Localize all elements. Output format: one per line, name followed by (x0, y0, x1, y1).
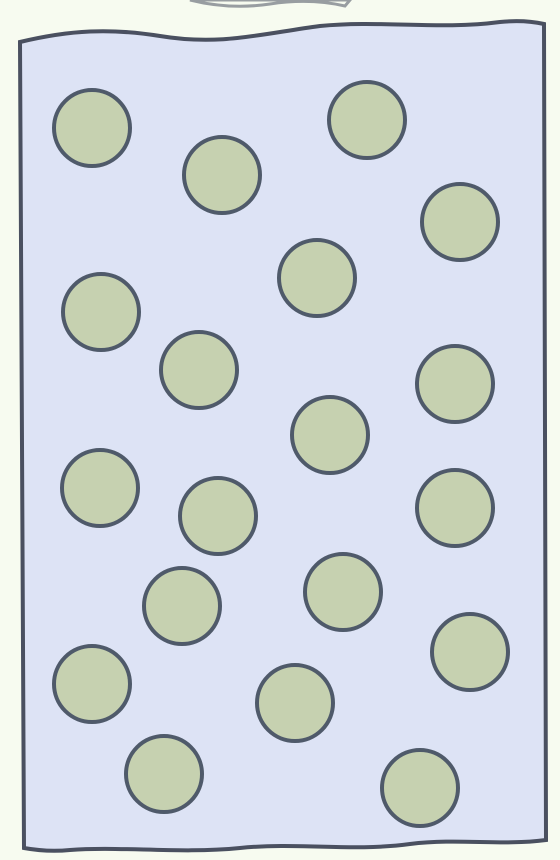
particle-10 (62, 450, 138, 526)
particle-circle (126, 736, 202, 812)
particle-7 (161, 332, 237, 408)
particle-circle (305, 554, 381, 630)
particle-circle (257, 665, 333, 741)
particle-circle (54, 90, 130, 166)
particle-5 (279, 240, 355, 316)
particle-6 (63, 274, 139, 350)
particle-4 (422, 184, 498, 260)
particle-8 (417, 346, 493, 422)
particle-circle (279, 240, 355, 316)
particle-12 (417, 470, 493, 546)
particle-circle (180, 478, 256, 554)
particle-15 (432, 614, 508, 690)
particle-circle (54, 646, 130, 722)
particle-16 (54, 646, 130, 722)
particle-circle (422, 184, 498, 260)
particle-circle (144, 568, 220, 644)
particle-13 (144, 568, 220, 644)
particle-circle (432, 614, 508, 690)
particle-circle (329, 82, 405, 158)
particle-circle (161, 332, 237, 408)
particle-11 (180, 478, 256, 554)
particle-18 (126, 736, 202, 812)
particle-3 (184, 137, 260, 213)
particle-19 (382, 750, 458, 826)
particle-17 (257, 665, 333, 741)
particle-14 (305, 554, 381, 630)
top-scrap-fragment (190, 0, 350, 6)
particle-circle (62, 450, 138, 526)
particle-circle (292, 397, 368, 473)
particle-9 (292, 397, 368, 473)
particle-circle (382, 750, 458, 826)
particle-circle (417, 470, 493, 546)
particle-circle (63, 274, 139, 350)
particle-1 (54, 90, 130, 166)
particle-circle (184, 137, 260, 213)
particle-2 (329, 82, 405, 158)
particle-circle (417, 346, 493, 422)
